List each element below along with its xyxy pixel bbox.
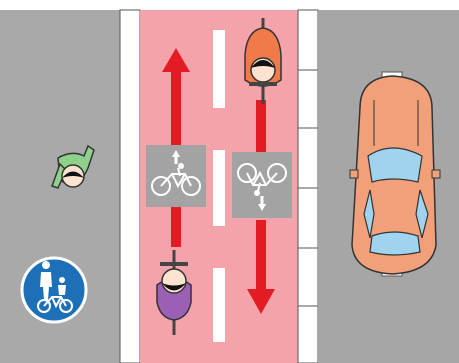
- cyclist-southbound-icon: [244, 18, 282, 104]
- pedestrian-figure-icon: [51, 144, 95, 189]
- cyclist-northbound-icon: [156, 250, 192, 335]
- right-curb: [297, 9, 319, 363]
- bicycle-lane-reverse-marking-icon: [232, 152, 292, 218]
- arrow-up-icon: [162, 48, 190, 247]
- arrow-down-icon: [247, 100, 275, 314]
- shared-path-sign-icon: [20, 256, 88, 324]
- bicycle-lane-marking-icon: [146, 145, 206, 207]
- center-lane-markings: [213, 30, 225, 342]
- parked-car-icon: [349, 71, 441, 277]
- left-curb: [119, 9, 141, 363]
